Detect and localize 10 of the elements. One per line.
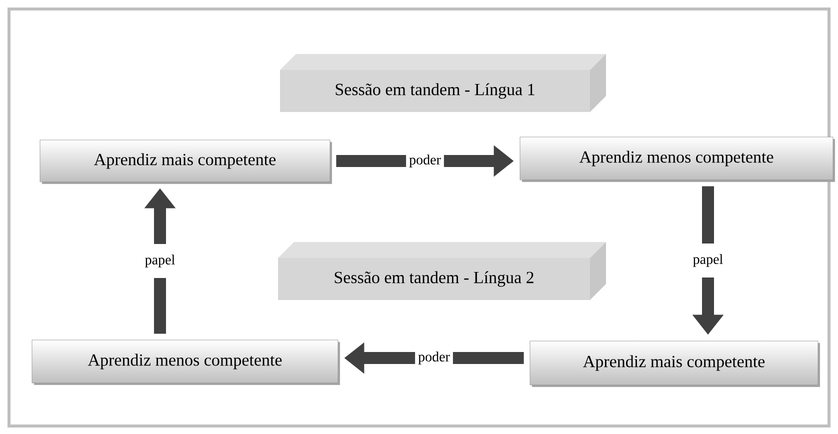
learner-box: Aprendiz mais competente (530, 340, 820, 387)
learner-box: Aprendiz menos competente (520, 136, 835, 182)
learner-box: Aprendiz mais competente (40, 140, 332, 184)
session-block: Sessão em tandem - Língua 1 (280, 54, 606, 112)
edge-label: papel (690, 244, 726, 278)
session-block: Sessão em tandem - Língua 2 (278, 242, 606, 300)
learner-box: Aprendiz menos competente (32, 340, 340, 385)
edge-label: poder (415, 341, 453, 375)
edge-label: papel (142, 244, 178, 278)
edge-label: poder (406, 144, 444, 178)
